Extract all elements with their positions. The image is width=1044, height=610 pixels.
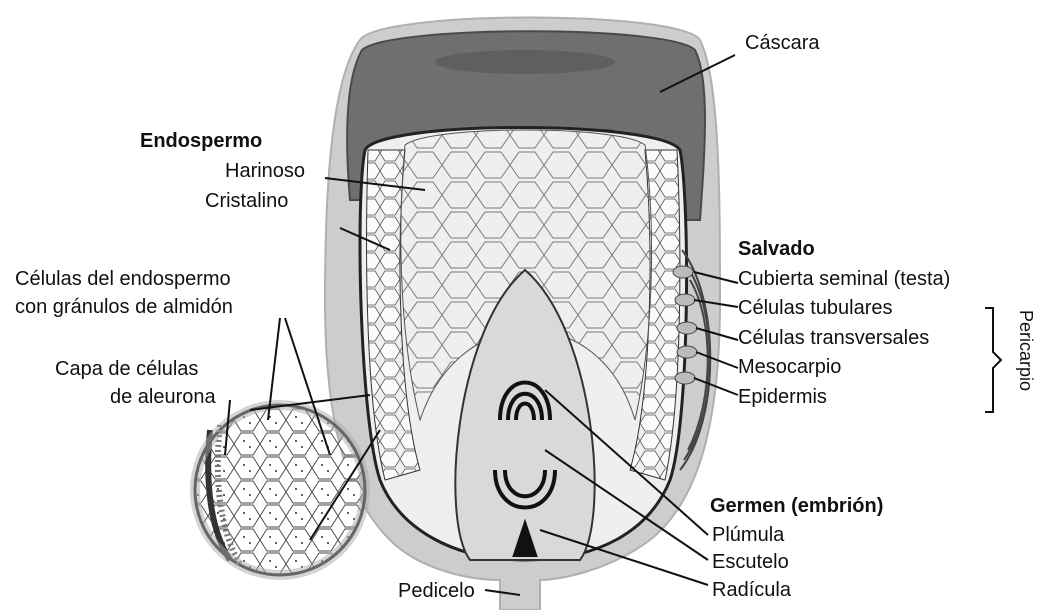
label-pericarpio: Pericarpio xyxy=(1015,310,1036,391)
label-cubierta-seminal: Cubierta seminal (testa) xyxy=(738,268,950,290)
label-endospermo: Endospermo xyxy=(140,130,262,152)
label-plumula: Plúmula xyxy=(712,524,784,546)
label-cascara: Cáscara xyxy=(745,32,819,54)
label-celulas-endospermo-2: con gránulos de almidón xyxy=(15,296,233,318)
label-capa-aleurona-1: Capa de células xyxy=(55,358,198,380)
label-capa-aleurona-2: de aleurona xyxy=(110,386,216,408)
label-salvado: Salvado xyxy=(738,238,815,260)
label-epidermis: Epidermis xyxy=(738,386,827,408)
label-germen: Germen (embrión) xyxy=(710,495,883,517)
label-escutelo: Escutelo xyxy=(712,551,789,573)
label-radicula: Radícula xyxy=(712,579,791,601)
label-harinoso: Harinoso xyxy=(225,160,305,182)
label-celulas-transversales: Células transversales xyxy=(738,327,929,349)
label-mesocarpio: Mesocarpio xyxy=(738,356,841,378)
label-celulas-tubulares: Células tubulares xyxy=(738,297,893,319)
label-celulas-endospermo-1: Células del endospermo xyxy=(15,268,231,290)
label-pedicelo: Pedicelo xyxy=(398,580,475,602)
label-cristalino: Cristalino xyxy=(205,190,288,212)
